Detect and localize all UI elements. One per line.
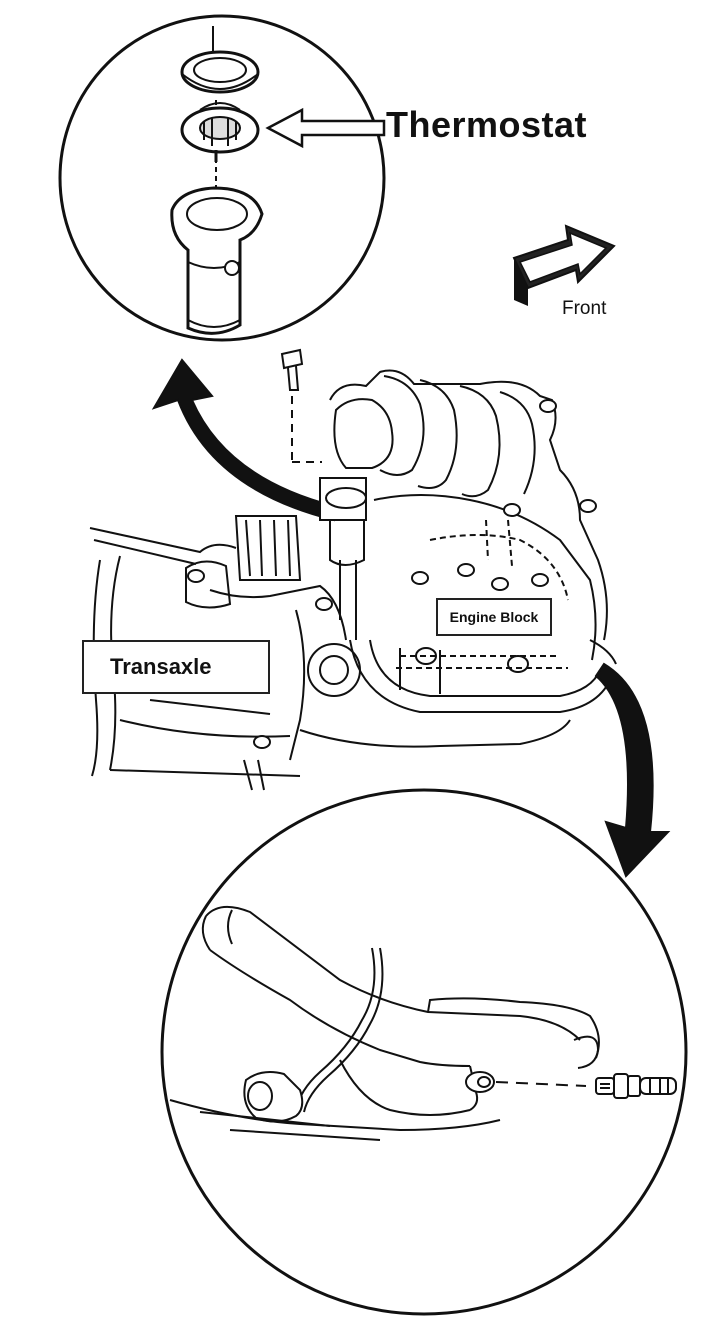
engine-assembly-drawing <box>90 350 616 790</box>
thermostat-detail-circle <box>60 16 384 340</box>
housing-bolt <box>282 350 322 462</box>
gasket-ring <box>182 52 258 92</box>
bleed-screw <box>596 1074 676 1098</box>
front-direction-arrow <box>514 226 614 306</box>
transaxle-label-box: Transaxle <box>82 640 270 694</box>
thermostat-pointer-arrow <box>268 110 384 146</box>
transaxle-label: Transaxle <box>110 654 212 679</box>
thermostat-housing <box>172 188 262 333</box>
front-label: Front <box>562 298 607 319</box>
curved-arrow-down <box>596 664 668 876</box>
thermostat-label: Thermostat <box>386 104 588 145</box>
pipe-detail-circle <box>162 790 686 1314</box>
engine-block-label-box: Engine Block <box>436 598 552 636</box>
engine-block-label: Engine Block <box>449 609 539 625</box>
thermostat-part <box>182 103 258 162</box>
curved-arrow-up <box>154 360 334 520</box>
